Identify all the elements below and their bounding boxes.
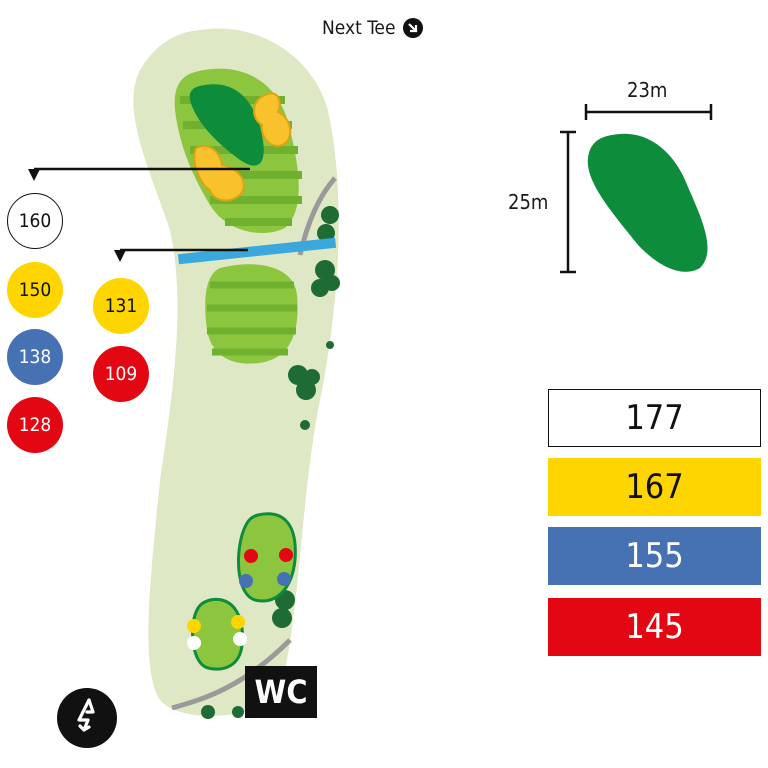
green-width-label: 23m — [627, 78, 668, 102]
putting-green — [189, 84, 264, 166]
tee-distance-red: 145 — [548, 598, 761, 656]
bunker-right — [253, 92, 292, 147]
distance-marker-blue: 138 — [7, 329, 63, 385]
distance-lines — [28, 167, 250, 262]
green-detail — [560, 104, 713, 274]
fairway-lower — [205, 264, 298, 364]
distance-marker-red: 128 — [7, 397, 63, 453]
cart-path-bottom — [171, 638, 292, 711]
lightning-shelter-icon — [57, 688, 117, 748]
bunker-left — [193, 145, 245, 202]
next-tee-label: Next Tee — [322, 17, 396, 39]
green-depth-label: 25m — [508, 190, 549, 214]
tee-distance-yellow: 167 — [548, 458, 761, 516]
tee-distance-white: 177 — [548, 389, 761, 447]
green-shape — [587, 133, 708, 272]
next-tee-link[interactable]: Next Tee — [322, 17, 424, 39]
distance-marker-white: 160 — [7, 193, 63, 249]
arrow-down-right-icon — [403, 18, 424, 38]
tee-distance-blue: 155 — [548, 527, 761, 585]
trees — [201, 206, 340, 719]
water-stream — [177, 237, 337, 265]
wc-sign: WC — [245, 666, 317, 718]
fairway-stripes-lower — [207, 281, 297, 356]
distance-marker-red-water: 109 — [93, 346, 149, 402]
distance-marker-yellow: 150 — [7, 262, 63, 318]
tee-markers — [187, 548, 293, 650]
distance-marker-yellow-water: 131 — [93, 278, 149, 334]
